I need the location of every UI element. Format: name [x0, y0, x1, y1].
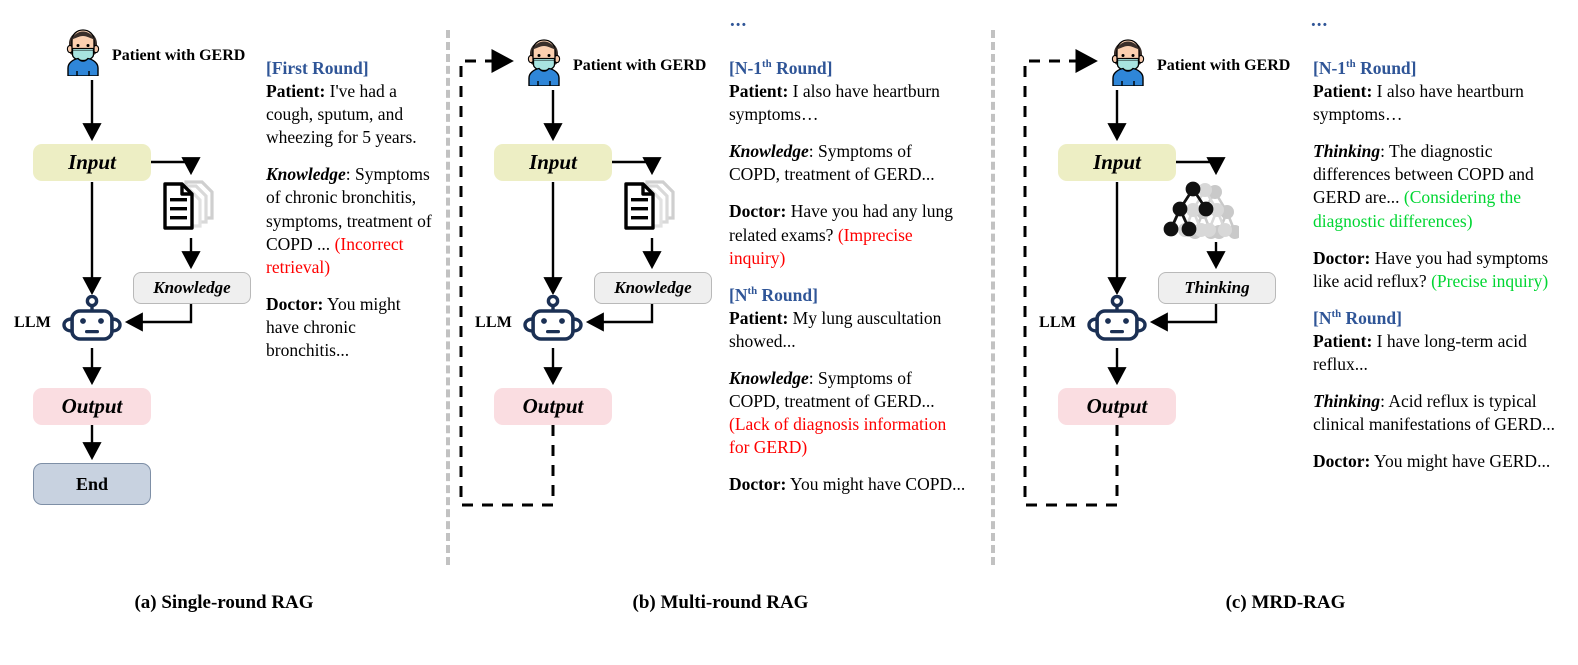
transcript-block: [First Round] Patient: I've had a cough, …	[266, 57, 434, 149]
transcript-block: Knowledge: Symptoms of COPD, treatment o…	[729, 140, 967, 186]
transcript-block: Thinking: Acid reflux is typical clinica…	[1313, 390, 1558, 436]
annotation-note: (Incorrect retrieval)	[266, 233, 404, 277]
transcript-line: Doctor: Have you had any lung related ex…	[729, 201, 954, 268]
speaker-label: Doctor:	[729, 201, 787, 222]
patient-label: Patient with GERD	[112, 47, 246, 64]
speaker-label: Thinking	[1313, 141, 1381, 162]
node-output[interactable]: Output	[1058, 388, 1176, 425]
patient-label: Patient with GERD	[573, 57, 707, 74]
llm-label: LLM	[1039, 314, 1077, 331]
transcript-a: [First Round] Patient: I've had a cough, …	[266, 57, 434, 376]
robot-icon	[61, 294, 123, 347]
transcript-line: Patient: I have long-term acid reflux...	[1313, 330, 1527, 375]
transcript-block: Knowledge: Symptoms of chronic bronchiti…	[266, 163, 434, 278]
round-label: [Nth Round]	[1313, 307, 1402, 328]
round-label: [N-1th Round]	[1313, 58, 1417, 78]
speaker-label: Patient:	[729, 307, 789, 328]
transcript-block: Doctor: Have you had any lung related ex…	[729, 200, 967, 269]
knowledge-tree-icon	[1153, 178, 1242, 248]
transcript-line: Knowledge: Symptoms of chronic bronchiti…	[266, 164, 432, 277]
transcript-block: Doctor: You might have GERD...	[1313, 450, 1558, 473]
transcript-line: Knowledge: Symptoms of COPD, treatment o…	[729, 368, 947, 458]
speaker-label: Patient:	[266, 81, 326, 102]
annotation-note: (Lack of diagnosis information for GERD)	[729, 414, 947, 458]
node-input[interactable]: Input	[494, 144, 612, 181]
transcript-line: Knowledge: Symptoms of COPD, treatment o…	[729, 141, 935, 185]
documents-icon	[160, 176, 222, 238]
transcript-block: Thinking: The diagnostic differences bet…	[1313, 140, 1558, 232]
transcript-line: Patient: I've had a cough, sputum, and w…	[266, 81, 417, 148]
speaker-label: Knowledge	[729, 368, 809, 389]
panel-single-round-rag: Patient with GERD Input Knowledge Output…	[0, 0, 448, 665]
speaker-label: Knowledge	[729, 141, 809, 162]
panel-divider-2	[991, 30, 995, 565]
node-knowledge[interactable]: Knowledge	[594, 272, 712, 304]
transcript-block: Doctor: You might have chronic bronchiti…	[266, 293, 434, 362]
transcript-block: [N-1th Round] Patient: I also have heartb…	[729, 57, 967, 126]
transcript-block: Knowledge: Symptoms of COPD, treatment o…	[729, 367, 967, 459]
panel-divider-1	[446, 30, 450, 565]
panel-multi-round-rag: ... Patient with GERD Input	[448, 0, 993, 665]
transcript-line: Doctor: You might have COPD...	[729, 474, 966, 495]
annotation-note: (Precise inquiry)	[1431, 270, 1549, 291]
llm-label: LLM	[14, 314, 52, 331]
node-input[interactable]: Input	[33, 144, 151, 181]
ellipsis-c: ...	[1311, 10, 1329, 31]
annotation-note: (Imprecise inquiry)	[729, 224, 913, 268]
transcript-line: Thinking: The diagnostic differences bet…	[1313, 141, 1534, 231]
speaker-label: Doctor:	[729, 474, 787, 495]
llm-label: LLM	[475, 314, 513, 331]
panel-mrd-rag: ... Patient with GERD	[993, 0, 1578, 665]
speaker-label: Thinking	[1313, 391, 1381, 412]
speaker-label: Patient:	[1313, 81, 1373, 102]
patient-avatar-icon	[1105, 38, 1151, 87]
patient-avatar-icon	[521, 38, 567, 87]
transcript-line: Doctor: You might have GERD...	[1313, 451, 1551, 472]
transcript-block: Doctor: You might have COPD...	[729, 473, 967, 496]
node-knowledge[interactable]: Knowledge	[133, 272, 251, 304]
round-label: [First Round]	[266, 58, 369, 78]
transcript-line: Doctor: You might have chronic bronchiti…	[266, 293, 401, 361]
flow-connectors-b	[459, 49, 662, 507]
annotation-note: (Considering the diagnostic differences)	[1313, 187, 1522, 231]
patient-label: Patient with GERD	[1157, 57, 1291, 74]
flow-connectors-a	[82, 80, 201, 461]
speaker-label: Patient:	[729, 81, 789, 102]
round-label: [N-1th Round]	[729, 58, 833, 78]
transcript-block: [Nth Round]Patient: I have long-term aci…	[1313, 307, 1558, 376]
caption-b: (b) Multi-round RAG	[632, 592, 809, 613]
round-label: [Nth Round]	[729, 284, 818, 305]
ellipsis-b: ...	[730, 10, 748, 31]
node-output[interactable]: Output	[494, 388, 612, 425]
transcript-line: Patient: I also have heartburn symptoms…	[729, 81, 940, 125]
transcript-block: [Nth Round]Patient: My lung auscultation…	[729, 284, 967, 353]
transcript-c: [N-1th Round] Patient: I also have heartb…	[1313, 57, 1558, 487]
node-output[interactable]: Output	[33, 388, 151, 425]
speaker-label: Doctor:	[1313, 247, 1371, 268]
transcript-line: Patient: I also have heartburn symptoms…	[1313, 81, 1524, 125]
speaker-label: Doctor:	[1313, 451, 1371, 472]
robot-icon	[522, 294, 584, 347]
node-input[interactable]: Input	[1058, 144, 1176, 181]
speaker-label: Knowledge	[266, 164, 346, 185]
transcript-line: Doctor: Have you had symptoms like acid …	[1313, 247, 1549, 291]
patient-avatar-icon	[60, 28, 106, 77]
node-end[interactable]: End	[33, 463, 151, 505]
caption-a: (a) Single-round RAG	[134, 592, 314, 613]
transcript-line: Thinking: Acid reflux is typical clinica…	[1313, 391, 1556, 435]
caption-c: (c) MRD-RAG	[1225, 592, 1346, 613]
flow-connectors-c	[1023, 49, 1226, 507]
robot-icon	[1086, 294, 1148, 347]
documents-icon	[621, 176, 683, 238]
transcript-block: [N-1th Round] Patient: I also have heartb…	[1313, 57, 1558, 126]
speaker-label: Doctor:	[266, 293, 324, 314]
transcript-line: Patient: My lung auscultation showed...	[729, 307, 942, 351]
transcript-block: Doctor: Have you had symptoms like acid …	[1313, 247, 1558, 293]
speaker-label: Patient:	[1313, 330, 1373, 351]
node-thinking[interactable]: Thinking	[1158, 272, 1276, 304]
transcript-b: [N-1th Round] Patient: I also have heartb…	[729, 57, 967, 511]
